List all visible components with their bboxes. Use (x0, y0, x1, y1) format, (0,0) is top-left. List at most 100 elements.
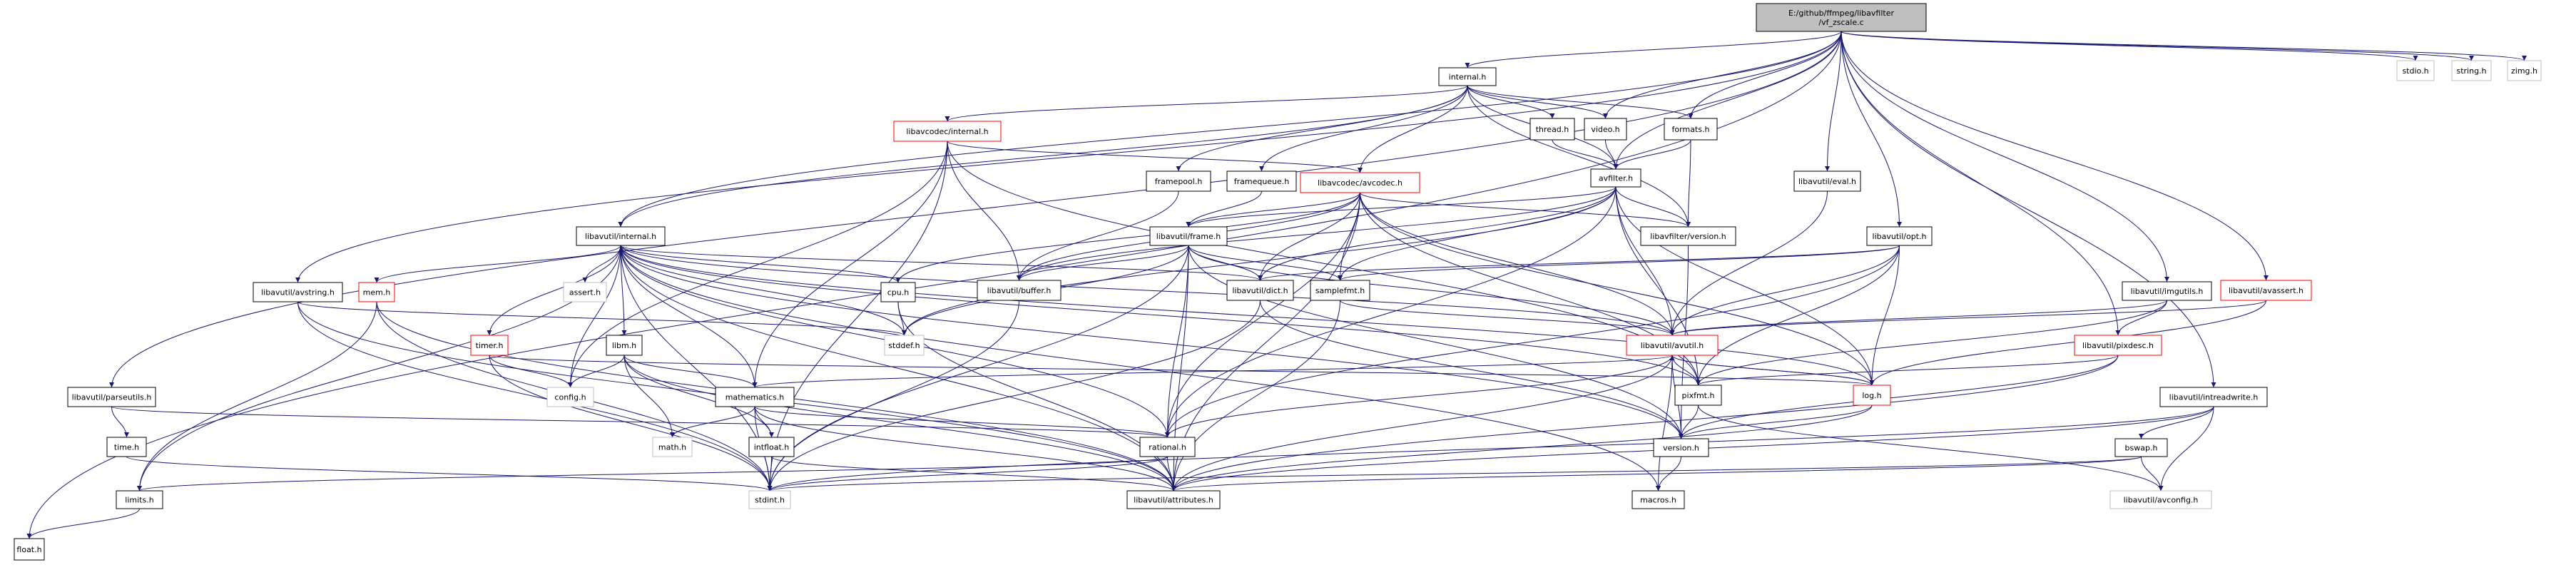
edges-layer (26, 31, 2527, 539)
node-root[interactable]: E:/github/ffmpeg/libavfilter/vf_zscale.c (1756, 3, 1927, 32)
node-box (893, 121, 1002, 142)
node-avcodec-internal[interactable]: libavcodec/internal.h (893, 121, 1002, 142)
node-box (2396, 60, 2435, 81)
node-math[interactable]: math.h (652, 437, 693, 457)
edge-timer-to-config (489, 355, 573, 388)
node-pixdesc[interactable]: libavutil/pixdesc.h (2074, 335, 2162, 356)
node-label: libavutil/avconfig.h (2124, 496, 2199, 505)
node-time[interactable]: time.h (106, 437, 147, 457)
node-box (977, 280, 1062, 301)
edge-cpu-to-stddef (897, 301, 907, 336)
edge-samplefmt-to-attributes (1171, 300, 1340, 492)
node-buffer[interactable]: libavutil/buffer.h (977, 280, 1062, 301)
node-zimg[interactable]: zimg.h (2507, 60, 2542, 81)
node-box (880, 282, 916, 302)
edge-opt-to-log (1869, 245, 1900, 386)
node-label: libavutil/intreadwrite.h (2169, 393, 2259, 402)
node-parseutils[interactable]: libavutil/parseutils.h (67, 387, 156, 407)
node-frame[interactable]: libavutil/frame.h (1149, 226, 1228, 246)
edge-root-to-avstring (295, 31, 1842, 283)
node-timer[interactable]: timer.h (470, 335, 509, 356)
node-thread[interactable]: thread.h (1529, 118, 1575, 141)
node-box (2507, 60, 2542, 81)
edge-internal-to-avcodec-internal (945, 85, 1468, 122)
node-framequeue[interactable]: framequeue.h (1226, 171, 1297, 192)
node-label: libavutil/pixdesc.h (2082, 341, 2154, 350)
node-float[interactable]: float.h (14, 538, 45, 561)
node-avconfig[interactable]: libavutil/avconfig.h (2109, 490, 2212, 509)
node-box (1853, 385, 1891, 406)
node-avstring[interactable]: libavutil/avstring.h (253, 282, 343, 302)
edge-avutil-internal-to-log (620, 245, 1875, 386)
node-label: avfilter.h (1599, 174, 1633, 183)
edge-frame-to-rational (1165, 245, 1189, 438)
node-bswap[interactable]: bswap.h (2114, 438, 2168, 457)
node-box (884, 335, 925, 356)
node-framepool[interactable]: framepool.h (1146, 171, 1211, 192)
node-box (1146, 171, 1211, 192)
node-cpu[interactable]: cpu.h (880, 282, 916, 302)
node-formats[interactable]: formats.h (1664, 118, 1718, 141)
edge-avutil-internal-to-macros (620, 245, 1661, 492)
node-config[interactable]: config.h (546, 387, 594, 407)
edge-mathematics-to-attributes (754, 406, 1176, 492)
node-opt[interactable]: libavutil/opt.h (1866, 226, 1933, 246)
node-video[interactable]: video.h (1584, 118, 1627, 141)
edge-bswap-to-stdint (768, 456, 2142, 492)
edge-framequeue-to-frame (1186, 190, 1262, 228)
node-avcodec-avcodec[interactable]: libavcodec/avcodec.h (1300, 172, 1420, 193)
node-box (748, 437, 795, 457)
edge-avcodec-internal-to-buffer (947, 141, 1022, 281)
edge-bswap-to-avconfig (2141, 456, 2164, 492)
node-label: /vf_zscale.c (1818, 18, 1863, 27)
node-avutil[interactable]: libavutil/avutil.h (1626, 335, 1719, 356)
edge-log-to-version (1679, 404, 1873, 439)
node-label: libavutil/dict.h (1232, 286, 1288, 295)
node-version[interactable]: version.h (1653, 438, 1709, 457)
edge-avutil-internal-to-mem (374, 245, 621, 283)
edge-mem-to-limits (137, 301, 377, 492)
edge-root-to-imgutils (1841, 31, 2169, 283)
node-eval[interactable]: libavutil/eval.h (1793, 171, 1861, 192)
node-label: libavutil/avutil.h (1641, 341, 1704, 350)
node-stddef[interactable]: stddef.h (884, 335, 925, 356)
node-avutil-internal[interactable]: libavutil/internal.h (576, 226, 666, 246)
node-intreadwrite[interactable]: libavutil/intreadwrite.h (2159, 387, 2268, 407)
node-intfloat[interactable]: intfloat.h (748, 437, 795, 457)
edge-rational-to-limits (137, 456, 1168, 492)
node-label: libavutil/opt.h (1873, 232, 1927, 241)
edge-root-to-video (1603, 31, 1842, 119)
node-samplefmt[interactable]: samplefmt.h (1310, 280, 1370, 301)
node-avfilter[interactable]: avfilter.h (1590, 168, 1641, 188)
node-pixfmt[interactable]: pixfmt.h (1674, 385, 1722, 406)
node-mem[interactable]: mem.h (358, 282, 395, 302)
node-internal[interactable]: internal.h (1438, 67, 1497, 86)
node-avassert[interactable]: libavutil/avassert.h (2220, 280, 2312, 301)
node-limits[interactable]: limits.h (116, 490, 163, 509)
node-stdint[interactable]: stdint.h (748, 490, 791, 509)
node-label: libm.h (612, 341, 636, 350)
node-assert[interactable]: assert.h (563, 282, 607, 302)
edge-libm-to-mathematics (623, 355, 758, 388)
edge-samplefmt-to-avutil (1340, 300, 1675, 336)
edge-avutil-internal-to-config (568, 245, 621, 388)
node-string[interactable]: string.h (2451, 60, 2492, 81)
edge-internal-to-video (1467, 85, 1608, 119)
node-label: libavutil/buffer.h (987, 286, 1052, 295)
node-dict[interactable]: libavutil/dict.h (1226, 280, 1294, 301)
node-libm[interactable]: libm.h (606, 335, 643, 356)
edge-imgutils-to-avutil (1669, 300, 2167, 336)
node-box (546, 387, 594, 407)
node-lavfi-version[interactable]: libavfilter/version.h (1640, 226, 1736, 246)
node-box (576, 226, 666, 246)
edge-formats-to-lavfi-version (1686, 139, 1691, 228)
node-rational[interactable]: rational.h (1139, 437, 1196, 457)
node-attributes[interactable]: libavutil/attributes.h (1126, 490, 1221, 509)
node-macros[interactable]: macros.h (1631, 490, 1685, 509)
node-box (1438, 67, 1497, 86)
node-log[interactable]: log.h (1853, 385, 1891, 406)
edge-pixdesc-to-pixfmt (1696, 355, 2119, 386)
node-mathematics[interactable]: mathematics.h (715, 387, 795, 407)
node-stdio[interactable]: stdio.h (2396, 60, 2435, 81)
node-imgutils[interactable]: libavutil/imgutils.h (2122, 281, 2212, 301)
